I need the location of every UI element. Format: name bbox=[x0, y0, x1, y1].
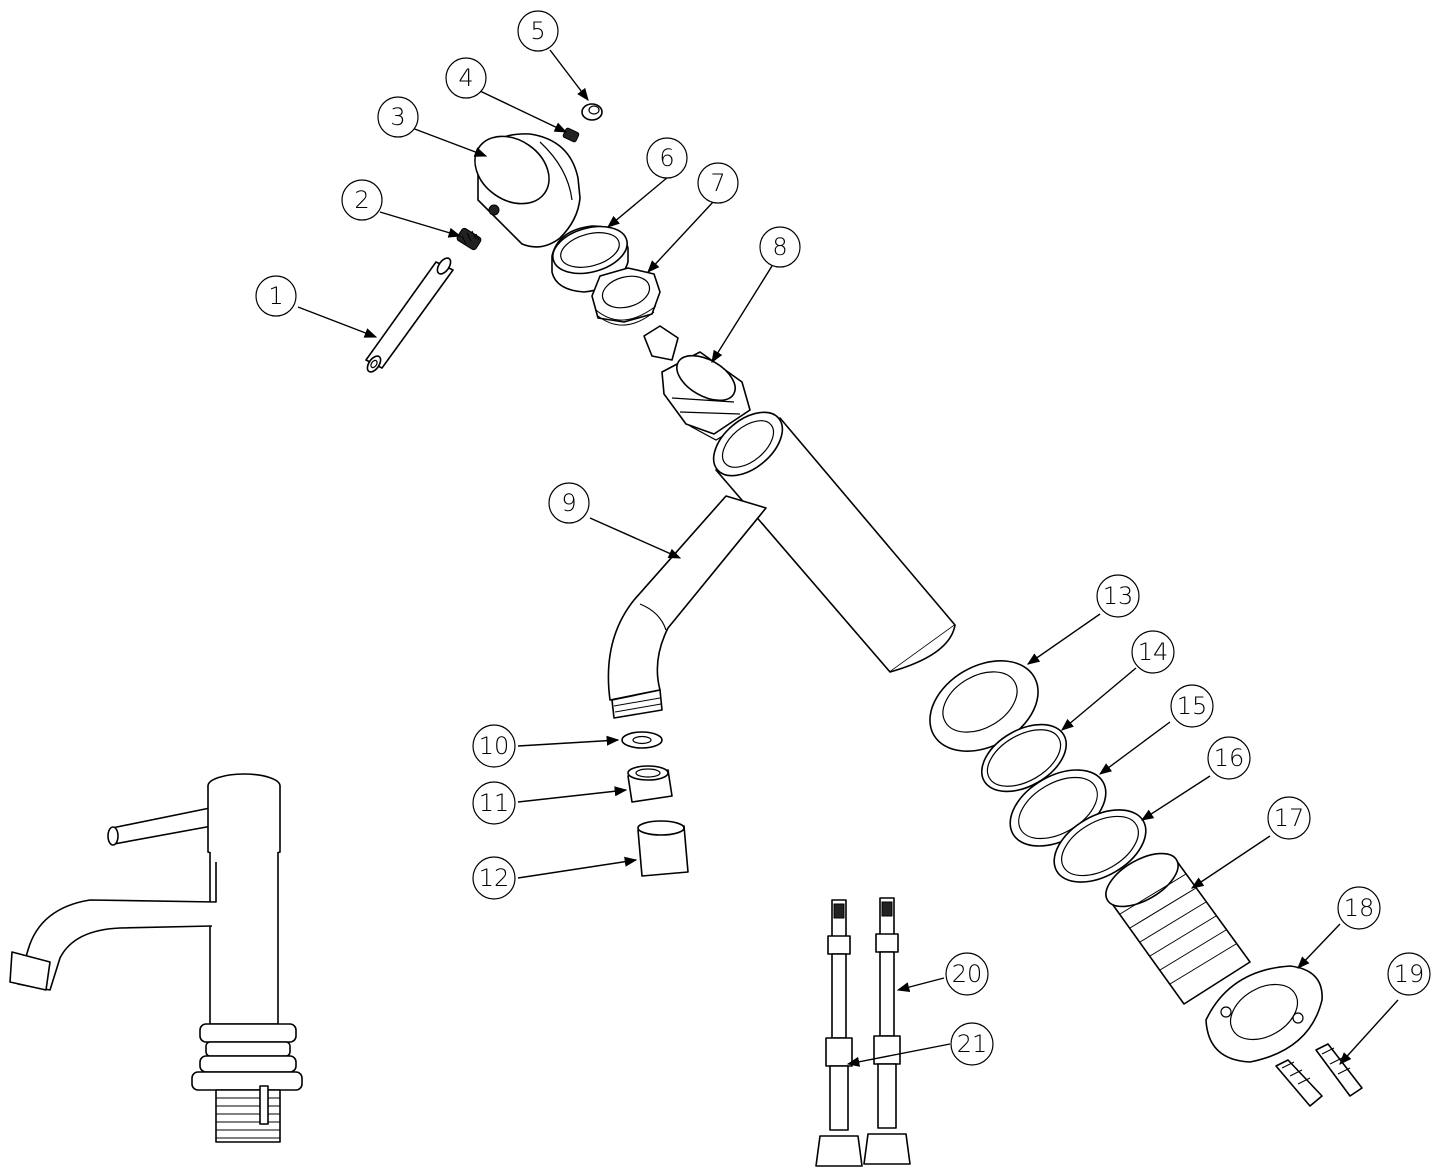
svg-text:7: 7 bbox=[710, 169, 725, 197]
leader-6 bbox=[607, 176, 669, 228]
callout-5: 5 bbox=[517, 10, 559, 52]
part-grub-screw bbox=[456, 227, 482, 251]
svg-text:9: 9 bbox=[561, 489, 576, 517]
leader-17 bbox=[1190, 835, 1271, 889]
part-supply-hoses bbox=[815, 897, 911, 1167]
part-aerator-insert bbox=[627, 765, 673, 803]
callout-18: 18 bbox=[1337, 886, 1381, 930]
leader-9 bbox=[589, 517, 682, 559]
leader-16 bbox=[1140, 775, 1211, 821]
callout-4: 4 bbox=[445, 57, 487, 99]
svg-text:21: 21 bbox=[957, 1030, 988, 1058]
callout-10: 10 bbox=[472, 724, 516, 768]
leader-20 bbox=[896, 977, 945, 993]
svg-text:14: 14 bbox=[1138, 638, 1169, 666]
svg-text:17: 17 bbox=[1274, 804, 1305, 832]
callout-7: 7 bbox=[697, 162, 739, 204]
leader-15 bbox=[1098, 721, 1171, 775]
part-lever-rod bbox=[365, 257, 454, 373]
callout-20: 20 bbox=[945, 952, 989, 996]
callout-12: 12 bbox=[472, 856, 516, 900]
part-studs bbox=[1275, 1043, 1363, 1107]
leader-1 bbox=[297, 306, 378, 338]
leader-13 bbox=[1026, 613, 1101, 665]
svg-text:13: 13 bbox=[1103, 582, 1134, 610]
svg-text:4: 4 bbox=[458, 64, 473, 92]
callout-19: 19 bbox=[1387, 952, 1431, 996]
leader-7 bbox=[647, 200, 715, 273]
callout-16: 16 bbox=[1207, 736, 1251, 780]
svg-text:20: 20 bbox=[952, 960, 983, 988]
svg-text:5: 5 bbox=[530, 17, 545, 45]
svg-text:15: 15 bbox=[1177, 692, 1208, 720]
svg-text:3: 3 bbox=[390, 103, 405, 131]
leader-5 bbox=[549, 49, 589, 102]
leader-3 bbox=[411, 127, 488, 157]
part-mounting-flange bbox=[1205, 965, 1323, 1063]
part-threaded-shank bbox=[1105, 852, 1251, 1005]
part-washer bbox=[621, 731, 663, 749]
callout-13: 13 bbox=[1096, 574, 1140, 618]
part-faucet-body bbox=[607, 411, 956, 719]
part-hex-nut bbox=[591, 267, 661, 326]
callout-1: 1 bbox=[255, 275, 297, 317]
callout-8: 8 bbox=[759, 226, 801, 268]
callout-11: 11 bbox=[472, 781, 516, 825]
callout-15: 15 bbox=[1170, 684, 1214, 728]
svg-text:12: 12 bbox=[479, 864, 510, 892]
leader-14 bbox=[1061, 667, 1137, 731]
leader-12 bbox=[517, 856, 638, 879]
svg-text:6: 6 bbox=[659, 144, 674, 172]
leader-11 bbox=[517, 786, 628, 803]
part-screw-cap bbox=[581, 103, 603, 121]
svg-text:2: 2 bbox=[354, 186, 369, 214]
part-aerator-housing bbox=[637, 820, 689, 877]
svg-text:1: 1 bbox=[268, 282, 283, 310]
callout-3: 3 bbox=[377, 96, 419, 138]
leader-8 bbox=[711, 265, 773, 364]
svg-text:18: 18 bbox=[1344, 894, 1375, 922]
svg-text:16: 16 bbox=[1214, 744, 1245, 772]
leader-19 bbox=[1339, 999, 1399, 1065]
part-shroud-ring bbox=[551, 225, 629, 293]
callout-14: 14 bbox=[1131, 630, 1175, 674]
svg-text:10: 10 bbox=[479, 732, 510, 760]
part-cartridge bbox=[643, 325, 751, 441]
leader-2 bbox=[379, 211, 462, 238]
svg-text:11: 11 bbox=[479, 789, 510, 817]
leader-18 bbox=[1297, 923, 1341, 969]
svg-text:8: 8 bbox=[772, 233, 787, 261]
callout-17: 17 bbox=[1267, 796, 1311, 840]
leader-10 bbox=[517, 735, 620, 747]
leader-4 bbox=[479, 90, 568, 133]
leader-21 bbox=[846, 1043, 951, 1067]
callout-6: 6 bbox=[646, 137, 688, 179]
callout-2: 2 bbox=[341, 179, 383, 221]
callout-9: 9 bbox=[548, 482, 590, 524]
part-gasket-16 bbox=[1053, 809, 1147, 883]
part-small-screw bbox=[562, 127, 580, 143]
callout-21: 21 bbox=[950, 1022, 994, 1066]
leader-lines bbox=[297, 49, 1399, 1067]
assembled-faucet-view bbox=[9, 773, 303, 1143]
svg-text:19: 19 bbox=[1394, 960, 1425, 988]
part-handle-cap bbox=[474, 133, 581, 248]
